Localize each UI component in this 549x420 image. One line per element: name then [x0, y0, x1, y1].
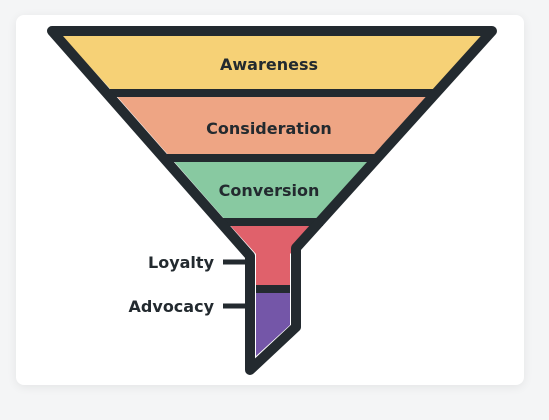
- funnel-band-conversion: [171, 158, 374, 222]
- stage-label-advocacy: Advocacy: [129, 297, 215, 316]
- funnel-band-advocacy: [256, 289, 290, 356]
- funnel-dividers: [110, 89, 434, 293]
- funnel-band-consideration: [114, 93, 430, 158]
- stage-label-awareness: Awareness: [220, 55, 318, 74]
- funnel-outline: [47, 26, 497, 375]
- funnel-band-awareness: [62, 36, 482, 93]
- funnel-band-loyalty: [227, 222, 319, 289]
- stage-label-conversion: Conversion: [219, 181, 320, 200]
- stage-label-consideration: Consideration: [206, 119, 332, 138]
- stage-label-loyalty: Loyalty: [148, 253, 215, 272]
